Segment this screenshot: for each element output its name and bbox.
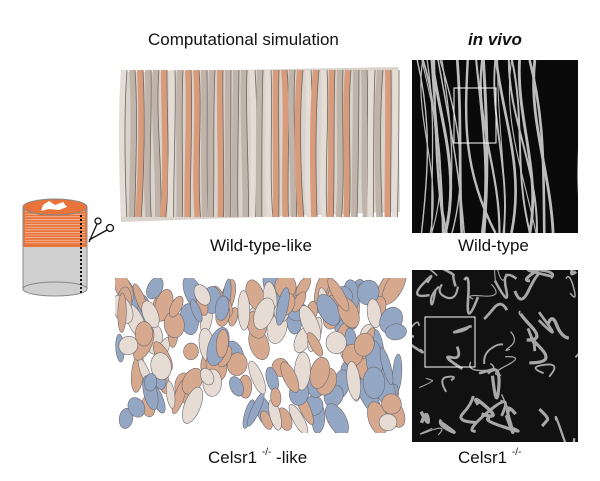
cut-cylinder-diagram (22, 198, 115, 297)
celsr1-micrograph (412, 270, 578, 442)
celsr1-like-genotype: -/- (261, 447, 272, 458)
celsr1-like-simulation-image (115, 278, 407, 433)
celsr1-like-gene: Celsr1 (208, 448, 258, 467)
simulation-header: Computational simulation (148, 30, 339, 49)
wild-type-like-label: Wild-type-like (210, 236, 313, 255)
celsr1-gene: Celsr1 (458, 448, 508, 467)
wild-type-label: Wild-type (458, 236, 529, 255)
zoom-box (424, 316, 476, 368)
scissors-icon (88, 217, 115, 243)
celsr1-label: Celsr1 -/- (458, 447, 521, 468)
zoom-box (453, 87, 497, 144)
celsr1-like-suffix: -like (276, 448, 308, 467)
in-vivo-header: in vivo (468, 30, 522, 49)
wild-type-micrograph (412, 60, 578, 233)
celsr1-like-label: Celsr1 -/- -like (208, 447, 307, 468)
wild-type-like-simulation-image (119, 67, 400, 222)
celsr1-genotype: -/- (511, 447, 522, 458)
